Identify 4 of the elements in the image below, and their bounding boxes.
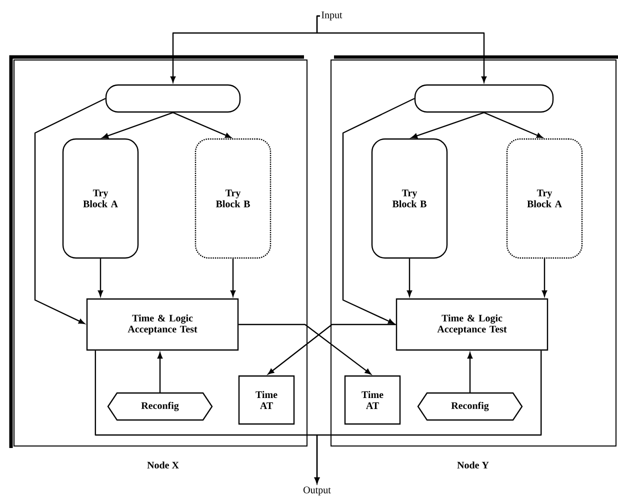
input-label: Input <box>322 12 342 20</box>
node-label: Node X <box>147 461 179 468</box>
node-label: Node Y <box>457 461 489 468</box>
output-label: Output <box>304 486 331 496</box>
